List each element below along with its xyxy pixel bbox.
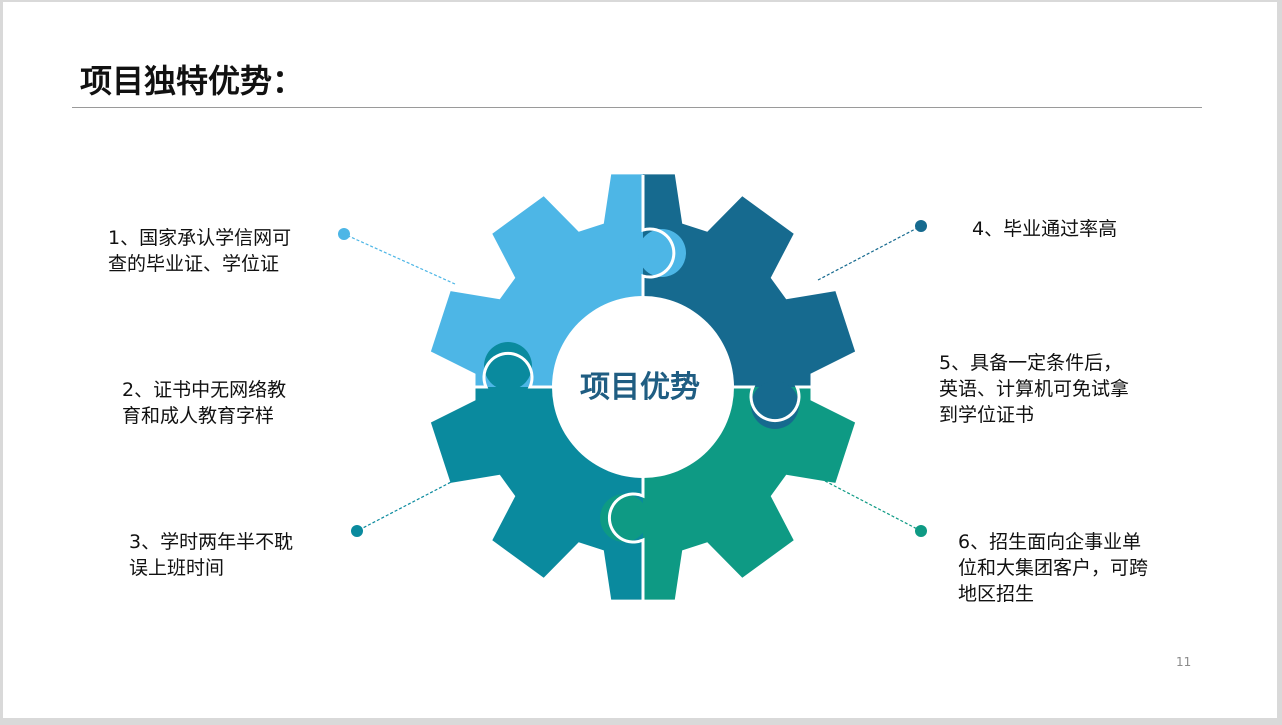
advantage-3-line-1: 3、学时两年半不耽 (129, 531, 294, 553)
advantage-6-line-1: 6、招生面向企事业单 (958, 531, 1142, 553)
advantage-6-line-3: 地区招生 (958, 583, 1035, 605)
connector-1 (343, 233, 456, 285)
page-number: 11 (1176, 655, 1192, 669)
puzzle-knob-left (484, 342, 532, 390)
connector-dot-3 (351, 525, 363, 537)
connector-4 (817, 225, 922, 281)
advantage-1-line-2: 查的毕业证、学位证 (108, 253, 280, 275)
puzzle-knob-top (638, 229, 686, 277)
center-label: 项目优势 (580, 370, 700, 405)
page-title: 项目独特优势： (80, 62, 305, 100)
advantage-1: 1、国家承认学信网可 查的毕业证、学位证 (108, 225, 291, 277)
advantage-4-line-1: 4、毕业通过率高 (972, 218, 1118, 240)
connector-3 (356, 479, 456, 532)
advantage-1-line-1: 1、国家承认学信网可 (108, 227, 292, 249)
center-circle (552, 296, 734, 478)
advantage-4: 4、毕业通过率高 (972, 216, 1117, 242)
advantage-5-line-1: 5、具备一定条件后， (939, 352, 1123, 374)
puzzle-knob-bottom (600, 494, 648, 542)
advantage-5: 5、具备一定条件后， 英语、计算机可免试拿 到学位证书 (939, 350, 1129, 428)
connector-dot-6 (915, 525, 927, 537)
connector-dot-4 (915, 220, 927, 232)
puzzle-seams (430, 175, 858, 605)
connectors (343, 225, 922, 532)
advantage-3: 3、学时两年半不耽 误上班时间 (129, 529, 293, 581)
title-divider (72, 107, 1202, 108)
advantage-5-line-3: 到学位证书 (939, 404, 1035, 426)
advantage-6-line-2: 位和大集团客户，可跨 (958, 557, 1149, 579)
advantage-2: 2、证书中无网络教 育和成人教育字样 (122, 377, 286, 429)
advantage-5-line-2: 英语、计算机可免试拿 (939, 378, 1130, 400)
advantage-3-line-2: 误上班时间 (129, 557, 225, 579)
connector-6 (824, 480, 922, 532)
advantage-6: 6、招生面向企事业单 位和大集团客户，可跨 地区招生 (958, 529, 1148, 607)
advantage-2-line-2: 育和成人教育字样 (122, 405, 275, 427)
advantage-2-line-1: 2、证书中无网络教 (122, 379, 287, 401)
connector-dot-1 (338, 228, 350, 240)
